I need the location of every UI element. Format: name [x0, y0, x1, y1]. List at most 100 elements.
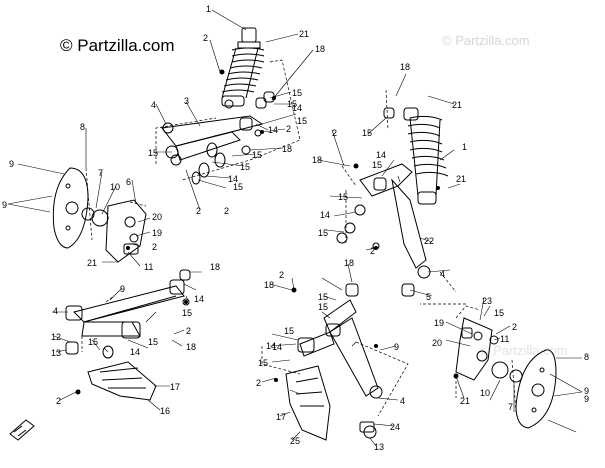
- callout-number: 2: [286, 124, 291, 134]
- callout-number: 9: [2, 200, 7, 210]
- callout-number: 2: [152, 242, 157, 252]
- callout-number: 2: [196, 206, 201, 216]
- callout-number: 25: [290, 436, 300, 446]
- callout-number: 15: [252, 150, 262, 160]
- callout-number: 15: [240, 162, 250, 172]
- callout-number: 14: [272, 342, 282, 352]
- upper-a-arm-left-top: [161, 91, 275, 185]
- knuckle-right: [455, 317, 523, 383]
- callout-number: 16: [160, 406, 170, 416]
- callout-number: 15: [338, 192, 348, 202]
- callout-number: 3: [184, 96, 189, 106]
- callout-number: 18: [400, 62, 410, 72]
- callout-number: 19: [152, 228, 162, 238]
- callout-number: 15: [297, 116, 307, 126]
- callout-number: 15: [233, 182, 243, 192]
- callout-number: 2: [203, 33, 208, 43]
- callout-number: 15: [148, 148, 158, 158]
- fastener-dots: [75, 69, 459, 395]
- callout-number: 15: [318, 292, 328, 302]
- leader-lines-upper-left: [155, 9, 314, 211]
- callout-number: 2: [256, 378, 261, 388]
- callout-number: 18: [282, 144, 292, 154]
- callout-number: 15: [182, 308, 192, 318]
- callout-number: 15: [292, 88, 302, 98]
- callout-number: 21: [460, 396, 470, 406]
- front-direction-arrow: [9, 419, 35, 441]
- callout-number: 14: [292, 103, 302, 113]
- callout-number: 15: [284, 326, 294, 336]
- callout-number: 15: [362, 128, 372, 138]
- callout-number: 21: [456, 174, 466, 184]
- callout-number: 15: [287, 99, 297, 109]
- callout-number: 20: [152, 212, 162, 222]
- callout-number: 15: [494, 308, 504, 318]
- callout-number: 9: [584, 394, 589, 404]
- callout-number: 9: [120, 284, 125, 294]
- skid-guard-middle: [285, 365, 331, 441]
- leader-lines-lower-left: [52, 271, 202, 411]
- callout-number: 14: [228, 174, 238, 184]
- callout-number: 21: [87, 258, 97, 268]
- callout-number: 20: [432, 338, 442, 348]
- callout-number: 2: [186, 326, 191, 336]
- callout-number: 9: [394, 342, 399, 352]
- callout-number: 15: [258, 358, 268, 368]
- callout-number: 18: [315, 44, 325, 54]
- brake-disc-right: [515, 349, 557, 429]
- callout-number: 6: [126, 177, 131, 187]
- callout-number: 17: [170, 382, 180, 392]
- callout-number: 18: [312, 155, 322, 165]
- callout-number: 9: [9, 159, 14, 169]
- callout-number: 14: [268, 125, 278, 135]
- callout-number: 9: [584, 386, 589, 396]
- callout-number: 8: [584, 352, 589, 362]
- callout-number: 2: [332, 128, 337, 138]
- callout-number: 14: [320, 210, 330, 220]
- callout-number: 15: [318, 228, 328, 238]
- callout-number: 24: [390, 422, 400, 432]
- leader-lines-right-lower: [445, 297, 583, 433]
- callout-number: 15: [148, 337, 158, 347]
- leader-lines-left: [7, 128, 151, 267]
- lower-a-arm-middle: [297, 283, 383, 439]
- leader-lines-middle-lower: [261, 263, 409, 447]
- callout-number: 15: [372, 160, 382, 170]
- callout-number: 18: [186, 342, 196, 352]
- callout-number: 2: [224, 206, 229, 216]
- callout-number: 11: [144, 262, 153, 272]
- callout-number: 10: [110, 182, 120, 192]
- callout-number: 23: [482, 296, 492, 306]
- callout-number: 13: [374, 442, 384, 452]
- callout-number: 21: [299, 29, 309, 39]
- callout-number: 17: [276, 412, 286, 422]
- callout-number: 2: [512, 322, 517, 332]
- callout-number: 2: [56, 396, 61, 406]
- callout-number: 14: [266, 341, 276, 351]
- callout-number: 1: [206, 4, 211, 14]
- brake-disc-left: [52, 167, 89, 249]
- callout-number: 7: [508, 402, 513, 412]
- callout-number: 21: [452, 100, 462, 110]
- callout-number: 18: [210, 262, 220, 272]
- callout-number: 4: [440, 269, 445, 279]
- skid-guard-left: [87, 361, 157, 401]
- watermark-faded: © Partzilla.com: [442, 33, 530, 48]
- callout-number: 8: [80, 122, 85, 132]
- callout-number: 15: [318, 302, 328, 312]
- callout-number: 2: [279, 270, 284, 280]
- callout-number: 19: [434, 318, 444, 328]
- callout-number: 1: [462, 142, 467, 152]
- callout-number: 14: [130, 347, 140, 357]
- callout-number: 10: [480, 388, 490, 398]
- shock-absorber-upper-left: [221, 27, 265, 109]
- callout-number: 18: [264, 280, 274, 290]
- callout-number: 11: [500, 334, 509, 344]
- shock-absorber-right: [403, 107, 449, 205]
- callout-number: 7: [98, 168, 103, 178]
- callout-number: 15: [88, 337, 98, 347]
- callout-number: 4: [53, 306, 58, 316]
